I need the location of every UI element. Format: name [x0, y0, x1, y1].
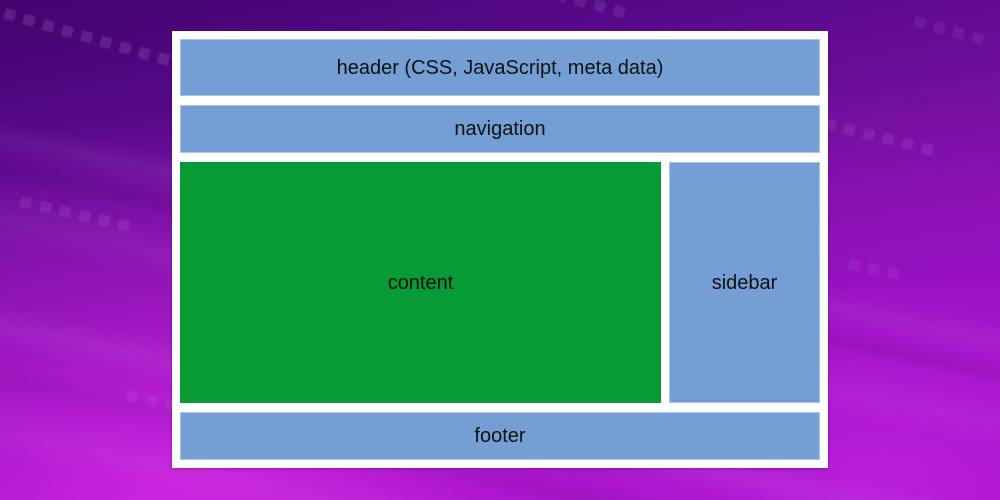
background-dash-chain	[847, 258, 900, 281]
region-header[interactable]: header (CSS, JavaScript, meta data)	[180, 39, 820, 96]
background-dash-chain	[823, 118, 934, 156]
region-content-label: content	[387, 271, 454, 294]
region-footer-label: footer	[474, 425, 526, 447]
region-content[interactable]: content	[180, 162, 661, 403]
background-dash-chain	[19, 196, 131, 232]
region-sidebar-label: sidebar	[711, 271, 778, 294]
background-dash-chain	[913, 16, 985, 46]
background-dash-chain	[535, 0, 626, 19]
region-sidebar[interactable]: sidebar	[669, 162, 820, 403]
region-navigation-label: navigation	[454, 118, 546, 140]
region-footer[interactable]: footer	[180, 412, 820, 460]
region-header-label: header (CSS, JavaScript, meta data)	[336, 56, 664, 79]
region-navigation[interactable]: navigation	[180, 105, 820, 153]
layout-diagram-frame: header (CSS, JavaScript, meta data) navi…	[172, 31, 828, 468]
diagram-middle-row: content sidebar	[180, 162, 820, 403]
